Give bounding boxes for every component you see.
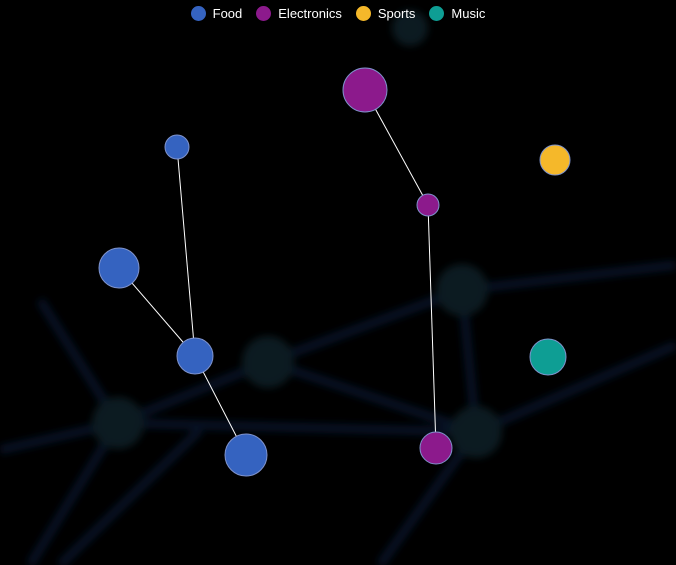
legend-swatch-sports — [355, 6, 371, 21]
legend-item-music[interactable]: Music — [429, 6, 485, 21]
legend-label-food: Food — [212, 6, 243, 21]
node-electronics-3[interactable] — [419, 431, 453, 465]
node-sports-1[interactable] — [539, 144, 571, 176]
legend-swatch-food — [190, 6, 206, 21]
legend-item-electronics[interactable]: Electronics — [256, 6, 342, 21]
legend: Food Electronics Sports Music — [0, 6, 676, 21]
node-food-4[interactable] — [224, 433, 268, 477]
legend-label-music: Music — [451, 6, 486, 21]
legend-label-electronics: Electronics — [278, 6, 342, 21]
legend-swatch-music — [429, 6, 445, 21]
node-electronics-1[interactable] — [342, 67, 388, 113]
legend-swatch-electronics — [256, 6, 272, 21]
background-decoration — [0, 10, 676, 565]
node-music-1[interactable] — [529, 338, 567, 376]
node-food-2[interactable] — [98, 247, 140, 289]
legend-label-sports: Sports — [377, 6, 416, 21]
link-electronics-2-electronics-3 — [427, 204, 437, 449]
node-food-3[interactable] — [176, 337, 214, 375]
legend-item-food[interactable]: Food — [190, 6, 243, 21]
nodes — [98, 67, 571, 477]
node-electronics-2[interactable] — [416, 193, 440, 217]
legend-item-sports[interactable]: Sports — [355, 6, 416, 21]
link-food-1-food-3 — [176, 146, 196, 357]
node-food-1[interactable] — [164, 134, 190, 160]
